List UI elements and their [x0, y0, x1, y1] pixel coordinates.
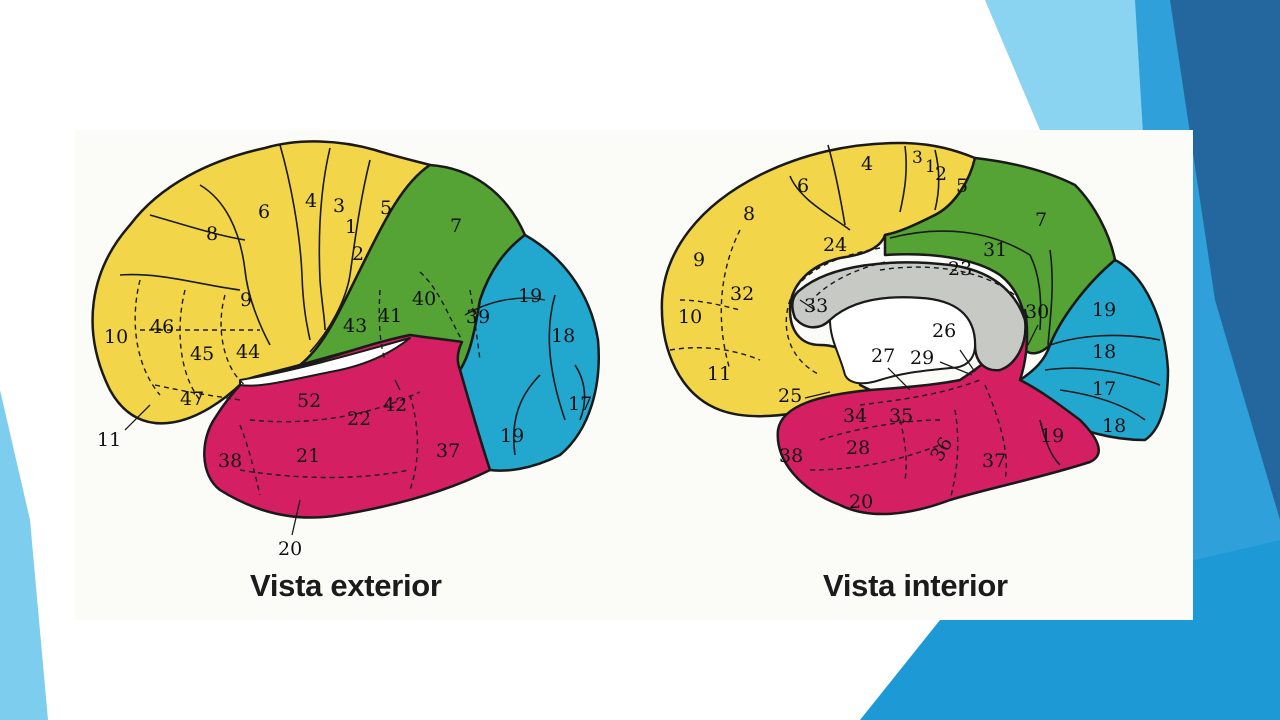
- area-label: 1: [345, 216, 357, 238]
- area-label: 19: [500, 425, 524, 447]
- area-label: 52: [297, 390, 321, 412]
- area-label: 4: [305, 190, 317, 212]
- area-label: 42: [383, 394, 407, 416]
- lateral-brain: [91, 140, 600, 519]
- area-label: 24: [823, 234, 847, 256]
- area-label: 9: [693, 249, 705, 271]
- area-label: 17: [1092, 378, 1116, 400]
- area-label: 30: [1025, 301, 1049, 323]
- area-label: 20: [849, 491, 873, 513]
- area-label: 3: [333, 195, 345, 217]
- caption-exterior-view: Vista exterior: [250, 568, 442, 603]
- area-label: 32: [730, 283, 754, 305]
- area-label: 29: [910, 347, 934, 369]
- area-label: 31: [983, 239, 1007, 261]
- area-label: 41: [378, 305, 402, 327]
- medial-sulci: [789, 144, 1161, 466]
- lateral-pointer-lines: [124, 379, 401, 536]
- medial-brain: [660, 141, 1170, 516]
- accent-shape-dark: [1170, 0, 1280, 520]
- medial-area-labels: 4 3 1 2 5 6 7 8 9 32 10 24 31 23 33 30 2…: [678, 148, 1126, 513]
- medial-pointer-lines: [799, 299, 1039, 399]
- area-label: 20: [278, 538, 302, 560]
- area-label: 27: [871, 345, 895, 367]
- caption-interior-view: Vista interior: [823, 568, 1008, 603]
- occipital-lobe-region: [458, 233, 600, 472]
- area-label: 46: [150, 316, 174, 338]
- area-label: 33: [804, 295, 828, 317]
- lateral-dashed-boundaries: [134, 271, 481, 496]
- area-label: 5: [956, 175, 968, 197]
- area-label: 19: [1040, 425, 1064, 447]
- area-label: 2: [352, 243, 364, 265]
- area-label: 34: [843, 405, 867, 427]
- area-label: 18: [551, 325, 575, 347]
- corpus-callosum-region: [791, 261, 1027, 372]
- area-label: 8: [743, 203, 755, 225]
- lateral-fissure: [239, 337, 411, 387]
- area-label: 45: [190, 343, 214, 365]
- area-label: 11: [707, 363, 731, 385]
- area-label: 1: [925, 157, 936, 177]
- area-label: 38: [218, 450, 242, 472]
- area-label: 9: [240, 289, 252, 311]
- area-label: 38: [779, 445, 803, 467]
- area-label: 11: [97, 429, 121, 451]
- lateral-area-labels: 6 4 3 1 2 5 7 8 9 10 46 45 44 47 11 40 4…: [97, 190, 592, 560]
- area-label: 8: [206, 223, 218, 245]
- area-label: 39: [466, 306, 490, 328]
- area-label: 40: [412, 288, 436, 310]
- area-label: 37: [982, 450, 1006, 472]
- area-label: 22: [347, 408, 371, 430]
- accent-line: [989, 19, 1011, 131]
- area-label: 44: [236, 341, 260, 363]
- area-label: 19: [518, 285, 542, 307]
- area-label: 26: [932, 320, 956, 342]
- area-label: 18: [1092, 341, 1116, 363]
- area-label: 21: [296, 445, 320, 467]
- area-label: 6: [258, 201, 270, 223]
- area-label: 6: [797, 175, 809, 197]
- area-label: 47: [180, 388, 204, 410]
- area-label: 5: [380, 197, 392, 219]
- lateral-sulci: [119, 144, 586, 456]
- area-label: 23: [948, 258, 972, 280]
- accent-shape-left: [0, 390, 48, 720]
- medial-dashed-boundaries: [669, 229, 1021, 501]
- area-label: 43: [343, 315, 367, 337]
- area-label: 4: [861, 153, 873, 175]
- area-label: 35: [889, 405, 913, 427]
- area-label: 25: [778, 385, 802, 407]
- area-label: 19: [1092, 299, 1116, 321]
- area-label: 37: [436, 440, 460, 462]
- area-label: 18: [1102, 415, 1126, 437]
- area-label: 28: [846, 437, 870, 459]
- frontal-medial-region: [660, 141, 977, 418]
- area-label: 7: [450, 215, 462, 237]
- area-label: 17: [568, 393, 592, 415]
- area-label: 10: [104, 326, 128, 348]
- area-label: 7: [1035, 209, 1047, 231]
- area-label: 10: [678, 306, 702, 328]
- area-label: 2: [935, 163, 947, 185]
- area-label: 3: [912, 148, 923, 168]
